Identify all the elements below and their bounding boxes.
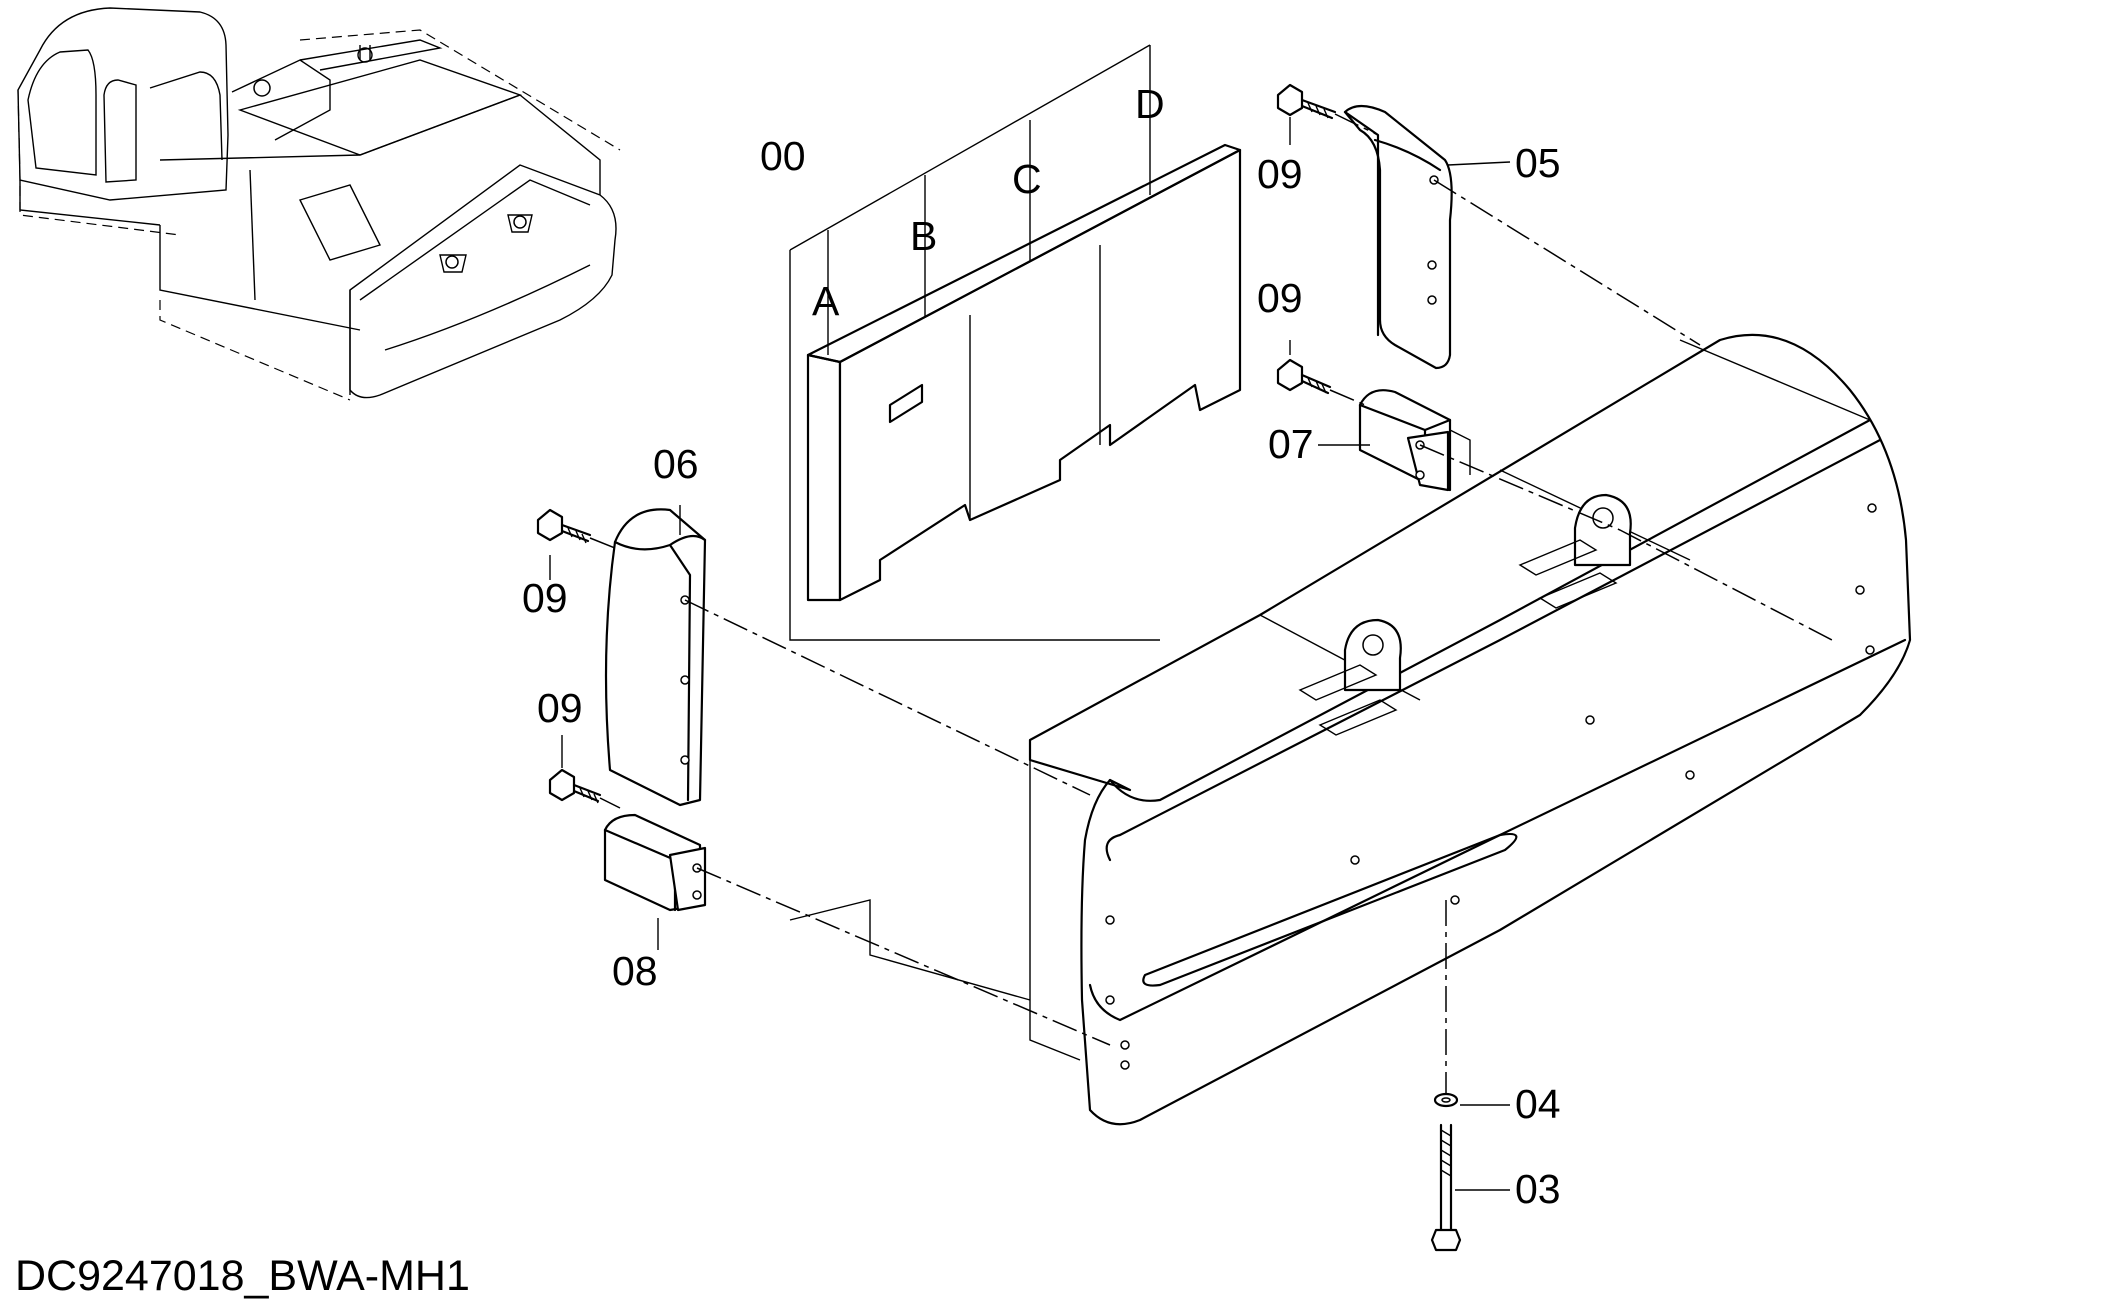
part-07-bracket [1358,389,1833,641]
callout-05: 05 [1515,140,1561,186]
callout-09-middle: 09 [1257,275,1303,321]
callout-C: C [1012,156,1042,202]
counterweight-body [789,333,1912,1126]
excavator-overview-inset [17,7,621,401]
part-06-cover [604,508,1091,807]
callout-00: 00 [760,133,806,179]
bolt-09-middle [1276,358,1366,406]
callout-leaders [549,117,1511,1191]
callout-06: 06 [653,441,699,487]
part-08-bracket [603,813,1111,1046]
bolt-09-left-lower [548,768,621,809]
callout-07: 07 [1268,421,1314,467]
callout-08: 08 [612,948,658,994]
callout-09-top: 09 [1257,151,1303,197]
callout-04: 04 [1515,1081,1561,1127]
plate-set-00 [789,44,1242,641]
callout-03: 03 [1515,1166,1561,1212]
callout-labels: 00 A B C D 05 09 09 07 06 09 09 08 04 03 [522,81,1561,1212]
callout-D: D [1135,81,1165,127]
bolt-03 [1430,1123,1462,1252]
bolt-09-top [1276,83,1379,136]
drawing-code: DC9247018_BWA-MH1 [15,1252,470,1300]
callout-B: B [910,213,937,259]
washer-04 [1433,900,1459,1108]
callout-09-left-upper: 09 [522,575,568,621]
callout-A: A [812,278,840,324]
bolt-09-left-upper [536,508,616,549]
callout-09-left-lower: 09 [537,685,583,731]
